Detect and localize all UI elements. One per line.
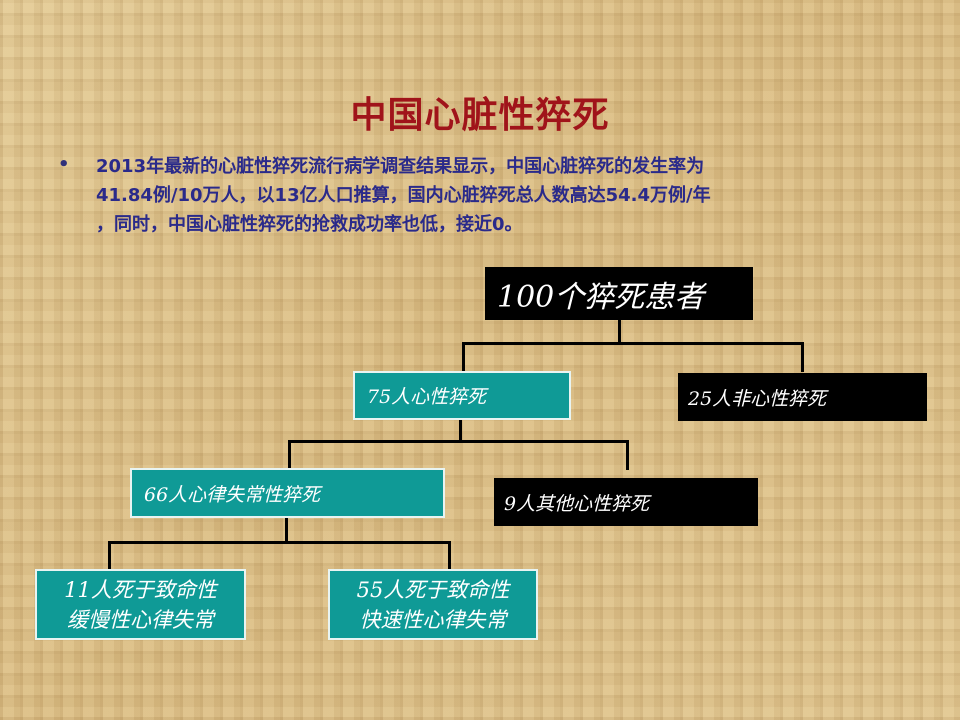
cardiac-death-label: 75人心性猝死 <box>367 386 487 408</box>
connector-root-stem <box>618 318 621 344</box>
connector-to-other-cardiac <box>626 440 629 470</box>
brady-label-line-2: 缓慢性心律失常 <box>67 607 214 632</box>
arrhythmic-death-box: 66人心律失常性猝死 <box>130 468 445 518</box>
other-cardiac-death-label: 9人其他心性猝死 <box>504 492 650 515</box>
bullet-line-2: 41.84例/10万人，以13亿人口推算，国内心脏猝死总人数高达54.4万例/年 <box>96 185 711 206</box>
bullet-marker: • <box>58 154 70 175</box>
tachy-label-line-1: 55人死于致命性 <box>356 577 510 602</box>
tachy-label-line-2: 快速性心律失常 <box>359 607 507 632</box>
non-cardiac-death-box: 25人非心性猝死 <box>678 373 927 421</box>
connector-to-arrhythmic <box>288 440 291 470</box>
bullet-paragraph: • 2013年最新的心脏性猝死流行病学调查结果显示，中国心脏猝死的发生率为 41… <box>58 152 928 239</box>
bullet-text: 2013年最新的心脏性猝死流行病学调查结果显示，中国心脏猝死的发生率为 41.8… <box>96 152 928 239</box>
connector-to-brady <box>108 541 111 570</box>
other-cardiac-death-box: 9人其他心性猝死 <box>494 478 758 526</box>
connector-level2-bar <box>288 440 629 443</box>
connector-to-noncardiac <box>801 342 804 372</box>
cardiac-death-box: 75人心性猝死 <box>353 371 571 420</box>
root-label: 100个猝死患者 <box>497 279 705 315</box>
bradyarrhythmia-death-box: 11人死于致命性 缓慢性心律失常 <box>35 569 246 640</box>
bullet-line-3: ，同时，中国心脏性猝死的抢救成功率也低，接近0。 <box>96 214 523 235</box>
bullet-line-1: 2013年最新的心脏性猝死流行病学调查结果显示，中国心脏猝死的发生率为 <box>96 156 705 177</box>
non-cardiac-death-label: 25人非心性猝死 <box>688 387 827 410</box>
brady-label-line-1: 11人死于致命性 <box>64 577 217 602</box>
slide-title: 中国心脏性猝死 <box>350 95 610 136</box>
tachyarrhythmia-death-box: 55人死于致命性 快速性心律失常 <box>328 569 538 640</box>
connector-cardiac-stem <box>459 418 462 442</box>
connector-arrhythmic-stem <box>285 516 288 543</box>
connector-level1-bar <box>462 342 804 345</box>
connector-level3-bar <box>108 541 451 544</box>
connector-to-tachy <box>448 541 451 570</box>
arrhythmic-death-label: 66人心律失常性猝死 <box>144 483 321 506</box>
connector-to-cardiac <box>462 342 465 372</box>
root-box: 100个猝死患者 <box>485 267 753 320</box>
